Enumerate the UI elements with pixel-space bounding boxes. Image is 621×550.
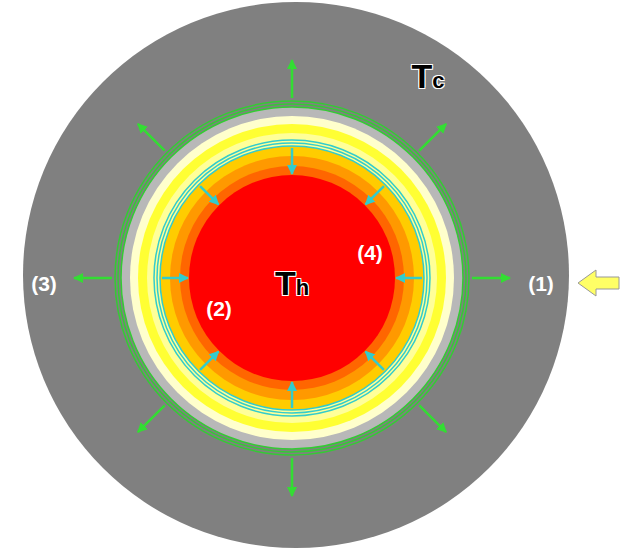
outward-arrow [291, 458, 294, 496]
outward-arrows [74, 60, 510, 496]
outward-arrow [291, 60, 294, 98]
outward-arrow [419, 124, 446, 151]
inward-arrow [366, 186, 384, 204]
inward-arrow [291, 382, 294, 408]
outward-arrow [74, 277, 112, 280]
inward-arrow [291, 148, 294, 174]
outward-arrow [419, 405, 446, 432]
inward-arrow [396, 277, 422, 280]
incoming-arrow [578, 270, 619, 296]
callout-number: (4) [357, 242, 383, 263]
inward-arrow [200, 186, 218, 204]
outward-arrow [472, 277, 510, 280]
callout-number: (3) [31, 273, 57, 294]
inward-arrow [200, 352, 218, 370]
inward-arrow [366, 352, 384, 370]
callout-number: (2) [206, 298, 232, 319]
inward-arrow [162, 277, 188, 280]
outward-arrow [138, 124, 165, 151]
layer-rings [115, 101, 469, 455]
inward-arrows [162, 148, 422, 408]
temperature-label: Th [275, 266, 309, 300]
callout-number: (1) [528, 273, 554, 294]
cold-region [23, 2, 569, 548]
temperature-label: Tc [411, 59, 444, 93]
outward-arrow [138, 405, 165, 432]
